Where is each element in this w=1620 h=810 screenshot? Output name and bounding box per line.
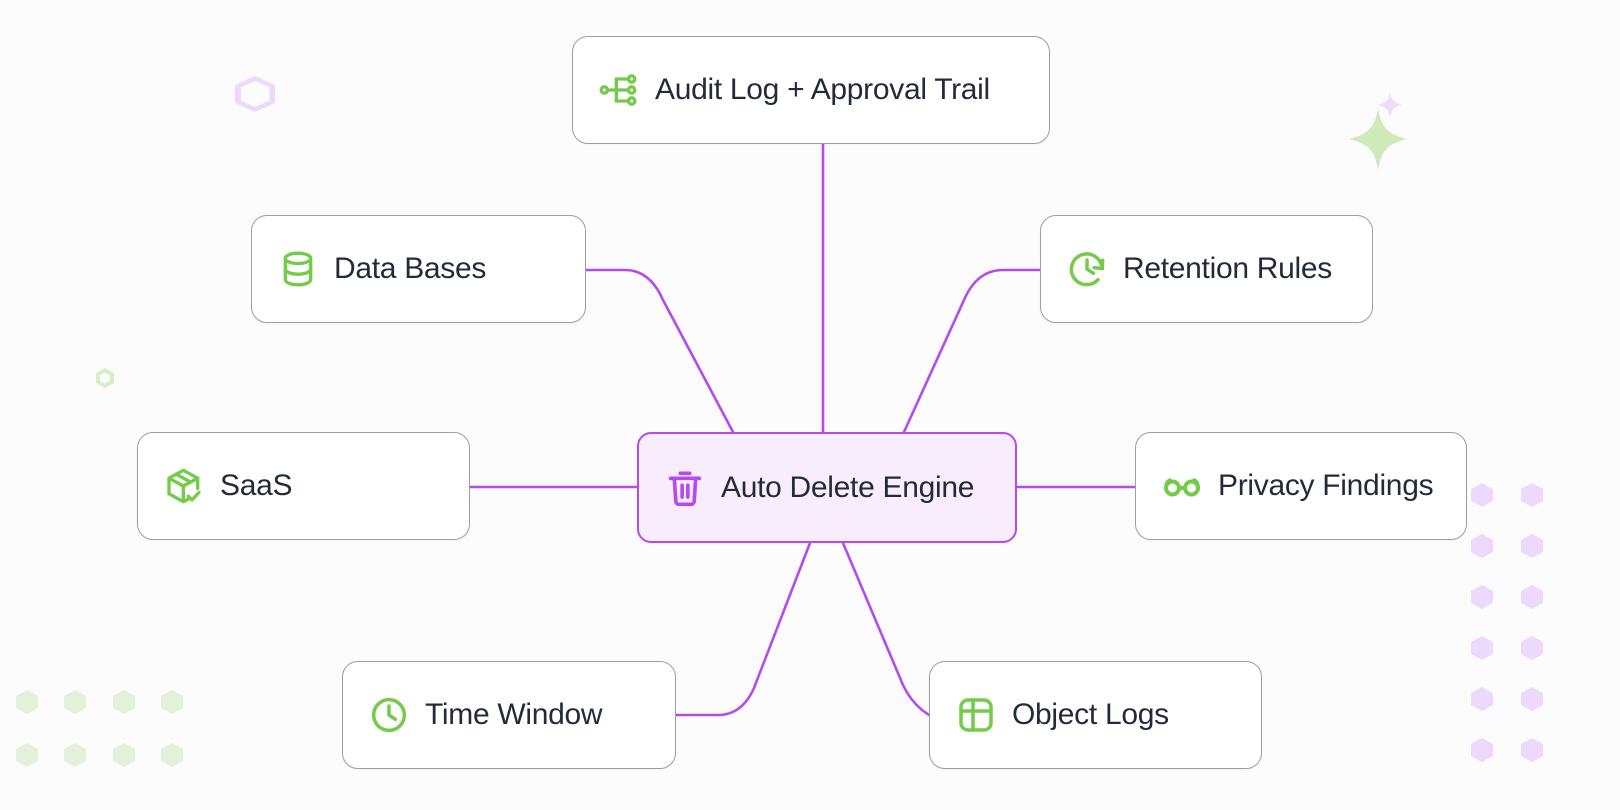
node-label: Retention Rules (1123, 252, 1332, 285)
node-label: Auto Delete Engine (721, 470, 975, 504)
edge-object-logs (841, 541, 931, 717)
table-grid-icon (959, 698, 993, 732)
clock-icon (371, 697, 407, 733)
glasses-icon (1164, 478, 1201, 497)
node-object-logs[interactable]: Object Logs (929, 661, 1262, 769)
node-label: Time Window (425, 698, 603, 731)
package-check-icon (167, 468, 201, 504)
edge-time-window (674, 541, 812, 717)
network-nodes-icon (599, 74, 637, 106)
trash-icon (668, 471, 702, 506)
node-time-window[interactable]: Time Window (342, 661, 676, 769)
node-auto-delete-engine[interactable]: Auto Delete Engine (637, 432, 1017, 543)
node-label: Data Bases (334, 252, 487, 285)
node-label: SaaS (220, 469, 293, 502)
node-label: Object Logs (1012, 698, 1169, 731)
clock-rotate-icon (1069, 252, 1105, 287)
edge-retention-rules (902, 268, 1042, 434)
node-data-bases[interactable]: Data Bases (251, 215, 586, 323)
edge-data-bases (584, 268, 735, 434)
node-privacy-findings[interactable]: Privacy Findings (1135, 432, 1467, 540)
node-saas[interactable]: SaaS (137, 432, 470, 540)
node-retention-rules[interactable]: Retention Rules (1040, 215, 1373, 323)
database-icon (283, 251, 313, 287)
node-label: Audit Log + Approval Trail (655, 73, 990, 106)
node-label: Privacy Findings (1218, 469, 1434, 502)
node-audit-log-approval-trail[interactable]: Audit Log + Approval Trail (572, 36, 1050, 144)
